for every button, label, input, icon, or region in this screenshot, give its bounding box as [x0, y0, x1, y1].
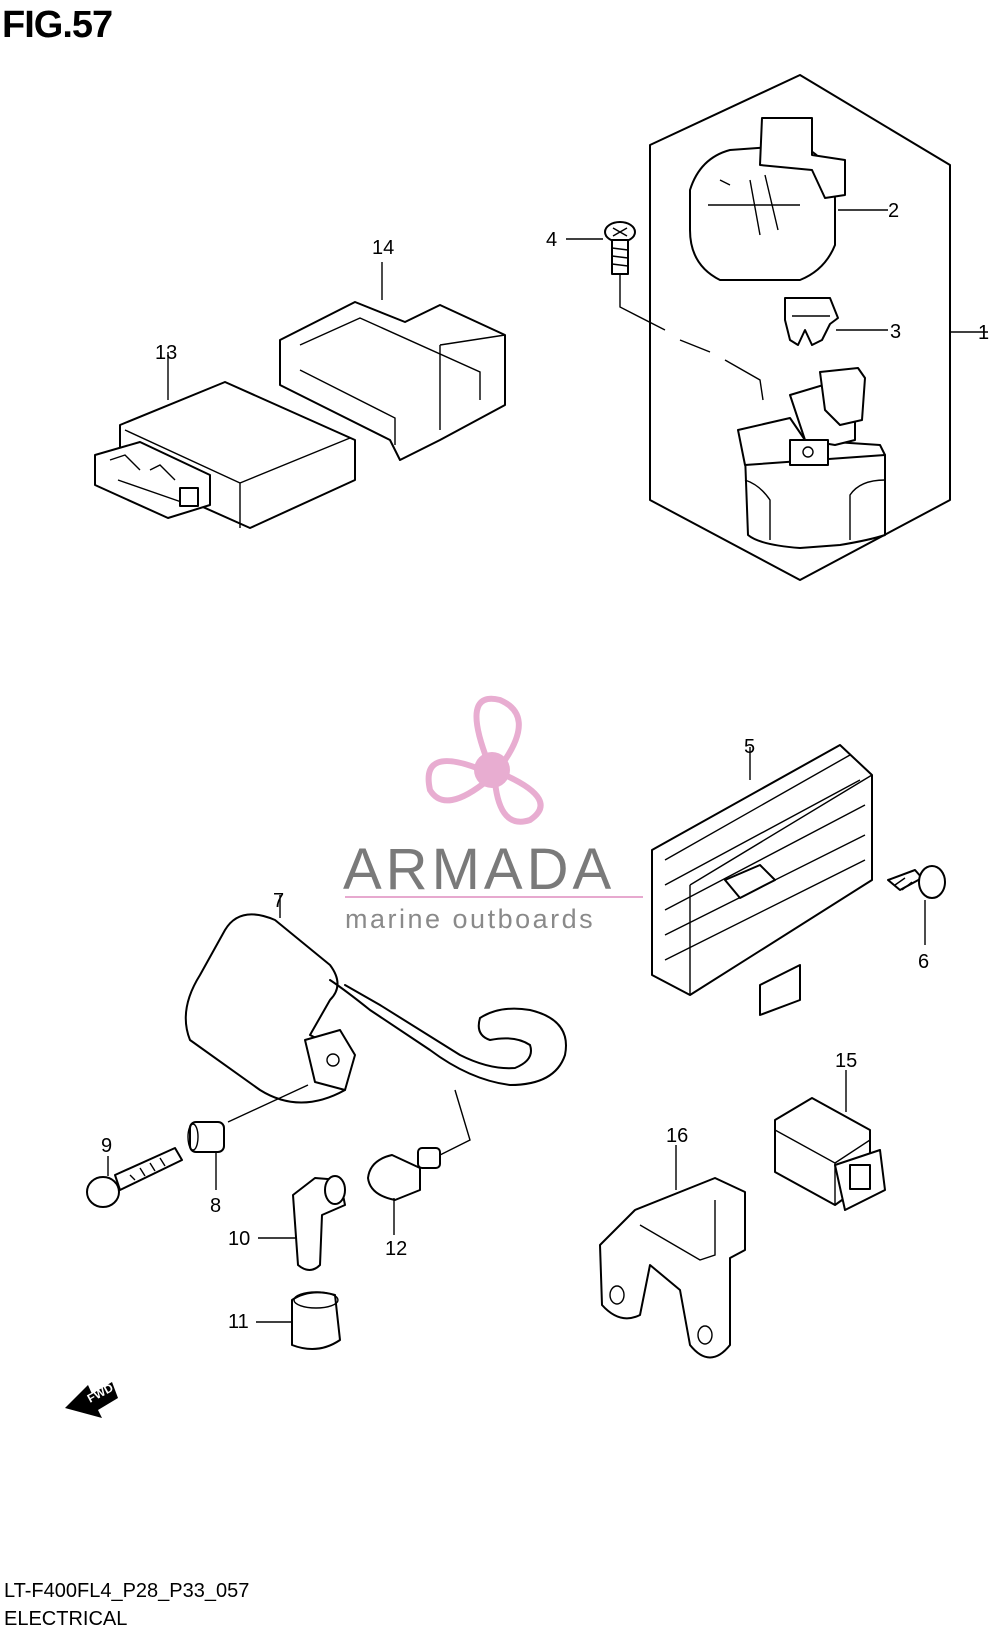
- watermark-logo: [425, 695, 544, 825]
- regulator-rectifier: [651, 744, 873, 1016]
- callout-8: 8: [210, 1195, 221, 1217]
- callout-12: 12: [385, 1238, 407, 1260]
- relay-cover: [689, 117, 846, 281]
- watermark-brand: ARMADA: [343, 837, 615, 902]
- starter-relay: [737, 367, 886, 549]
- callout-13: 13: [155, 342, 177, 364]
- ignition-coil: [184, 913, 567, 1104]
- diagram-code: LT-F400FL4_P28_P33_057: [4, 1580, 250, 1602]
- callout-1: 1: [978, 322, 989, 344]
- fwd-arrow-icon: FWD: [65, 1380, 118, 1418]
- plug-cap: [292, 1175, 346, 1271]
- ecm-cover: [279, 301, 506, 461]
- screw-4: [604, 221, 636, 275]
- bolt-9: [86, 1147, 183, 1208]
- callout-4: 4: [546, 229, 557, 251]
- figure-title: FIG.57: [2, 4, 113, 46]
- callout-5: 5: [744, 736, 755, 758]
- diagram-section-label: ELECTRICAL: [4, 1608, 128, 1630]
- callout-16: 16: [666, 1125, 688, 1147]
- callout-3: 3: [890, 321, 901, 343]
- connector-15: [774, 1097, 886, 1211]
- bracket: [599, 1177, 746, 1359]
- callout-6: 6: [918, 951, 929, 973]
- bolt-6: [887, 865, 946, 899]
- callout-7: 7: [273, 890, 284, 912]
- callout-9: 9: [101, 1135, 112, 1157]
- callout-14: 14: [372, 237, 394, 259]
- watermark-tagline: marine outboards: [345, 904, 595, 934]
- collar: [187, 1121, 225, 1153]
- resistor-plug: [367, 1147, 441, 1201]
- ecm-unit: [94, 381, 356, 529]
- propeller-icon: [425, 695, 544, 825]
- callout-2: 2: [888, 200, 899, 222]
- callout-10: 10: [228, 1228, 250, 1250]
- fuse: [784, 297, 839, 346]
- cap-11: [291, 1291, 341, 1350]
- callout-11: 11: [228, 1311, 249, 1333]
- assembly-outline: [649, 74, 951, 581]
- callout-15: 15: [835, 1050, 857, 1072]
